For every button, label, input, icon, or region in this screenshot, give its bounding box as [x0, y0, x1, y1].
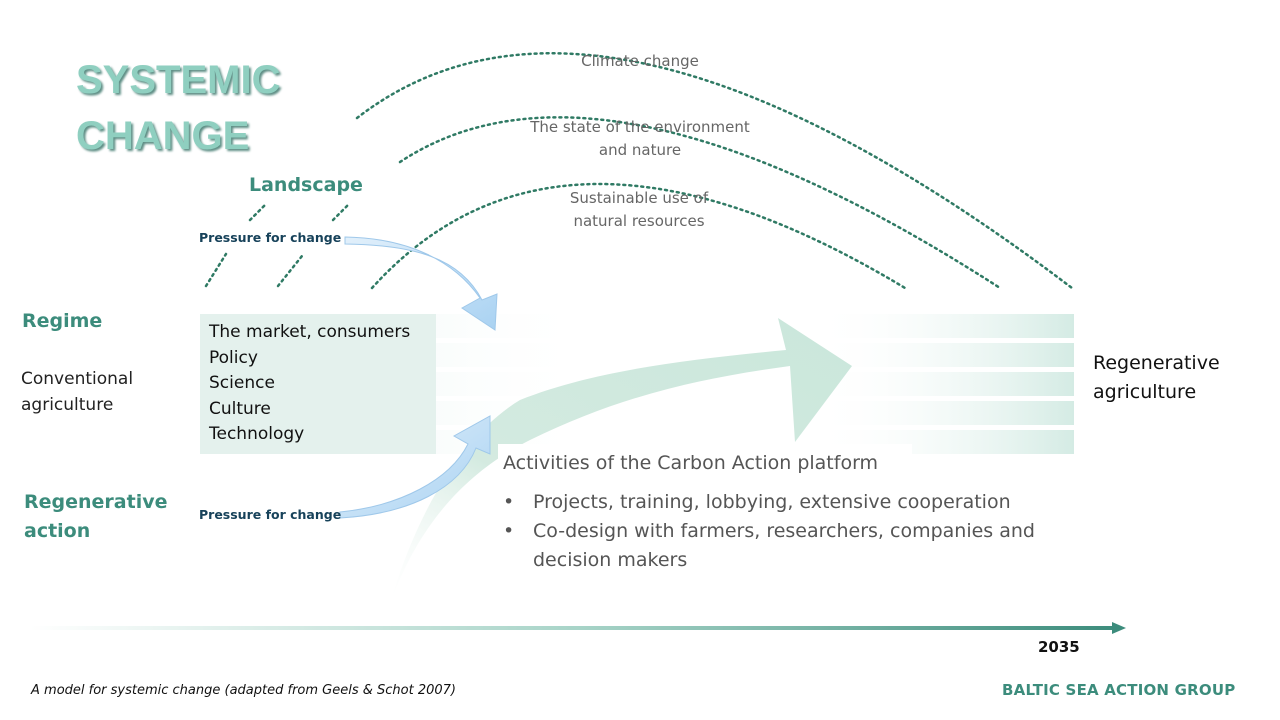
regime-item-policy: Policy [209, 347, 258, 368]
arc-label-resources: Sustainable use of natural resources [529, 187, 749, 233]
landscape-dash-3 [276, 254, 304, 288]
regenerative-agriculture-label: Regenerative agriculture [1093, 349, 1220, 407]
activities-list: • Projects, training, lobbying, extensiv… [503, 488, 1063, 575]
pressure-label-top: Pressure for change [199, 230, 342, 245]
activity-text: Co-design with farmers, researchers, com… [533, 520, 1035, 571]
landscape-dash-4 [331, 203, 350, 222]
regime-factors-list: The market, consumers Policy Science Cul… [209, 320, 410, 448]
outcome-line-1: Regenerative [1093, 352, 1220, 374]
pressure-arrow-bottom [339, 415, 491, 519]
title-line-1: SYSTEMIC [76, 58, 281, 102]
landscape-label: Landscape [249, 174, 363, 196]
regime-label: Regime [22, 310, 103, 332]
figure-caption: A model for systemic change (adapted fro… [31, 683, 457, 698]
timeline-end-year: 2035 [1038, 638, 1080, 656]
bullet-icon: • [503, 491, 515, 513]
activities-title: Activities of the Carbon Action platform [503, 452, 879, 474]
brand-logo-text: BALTIC SEA ACTION GROUP [1002, 681, 1236, 699]
arc-label-resources-line-1: Sustainable use of [569, 189, 709, 207]
landscape-dash-1 [204, 252, 228, 288]
arc-label-climate: Climate change [581, 52, 699, 70]
activity-item: • Projects, training, lobbying, extensiv… [503, 488, 1063, 517]
landscape-dash-2 [248, 203, 267, 222]
regime-bands [200, 314, 1074, 454]
regenerative-action-line-1: Regenerative [24, 491, 168, 513]
pressure-arrow-top [344, 236, 498, 331]
activities-title-backdrop [498, 444, 912, 478]
title-line-2: CHANGE [76, 114, 250, 158]
arc-environment-nature [398, 116, 1002, 290]
regime-item-culture: Culture [209, 398, 271, 419]
outcome-line-2: agriculture [1093, 381, 1197, 403]
arc-label-environment-line-2: and nature [598, 141, 682, 159]
pressure-label-bottom: Pressure for change [199, 507, 342, 522]
regime-item-market: The market, consumers [209, 322, 411, 342]
niche-arrow [390, 318, 852, 604]
arc-label-environment-line-1: The state of the environment [530, 118, 750, 136]
arc-climate-change [355, 52, 1074, 290]
bullet-icon: • [503, 520, 515, 542]
page-title: SYSTEMIC CHANGE [76, 52, 280, 164]
arc-sustainable-use [370, 182, 907, 290]
regime-item-technology: Technology [209, 424, 305, 444]
activity-text: Projects, training, lobbying, extensive … [533, 491, 1011, 513]
timeline-line [30, 626, 1120, 630]
arc-label-environment: The state of the environment and nature [500, 116, 780, 162]
conventional-line-2: agriculture [21, 395, 114, 415]
conventional-line-1: Conventional [21, 369, 134, 389]
regenerative-action-label: Regenerative action [24, 488, 167, 546]
arc-label-resources-line-2: natural resources [573, 212, 705, 230]
regenerative-action-line-2: action [24, 520, 91, 542]
activity-item: • Co-design with farmers, researchers, c… [503, 517, 1063, 575]
regime-item-science: Science [209, 373, 275, 393]
conventional-agriculture-label: Conventional agriculture [21, 366, 133, 418]
timeline-arrowhead [1112, 622, 1126, 634]
